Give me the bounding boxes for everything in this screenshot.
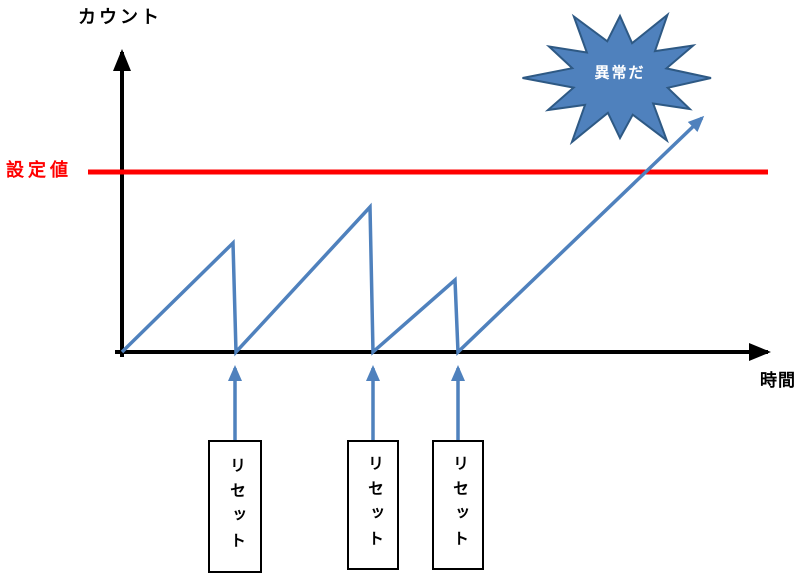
reset-box-label: リセット [450, 455, 467, 555]
reset-box-label: リセット [227, 456, 244, 557]
reset-box-2: リセット [347, 440, 399, 570]
reset-box-1: リセット [208, 440, 262, 573]
reset-box-label: リセット [365, 455, 382, 555]
threshold-label: 設定値 [6, 160, 72, 180]
alert-starburst-group [523, 15, 712, 142]
x-axis-label: 時間 [760, 371, 796, 390]
reset-box-3: リセット [432, 440, 484, 570]
alert-burst-label: 異常だ [594, 64, 646, 82]
y-axis-label: カウント [78, 7, 162, 27]
counter-waveform [120, 115, 705, 357]
alert-starburst [523, 15, 712, 142]
